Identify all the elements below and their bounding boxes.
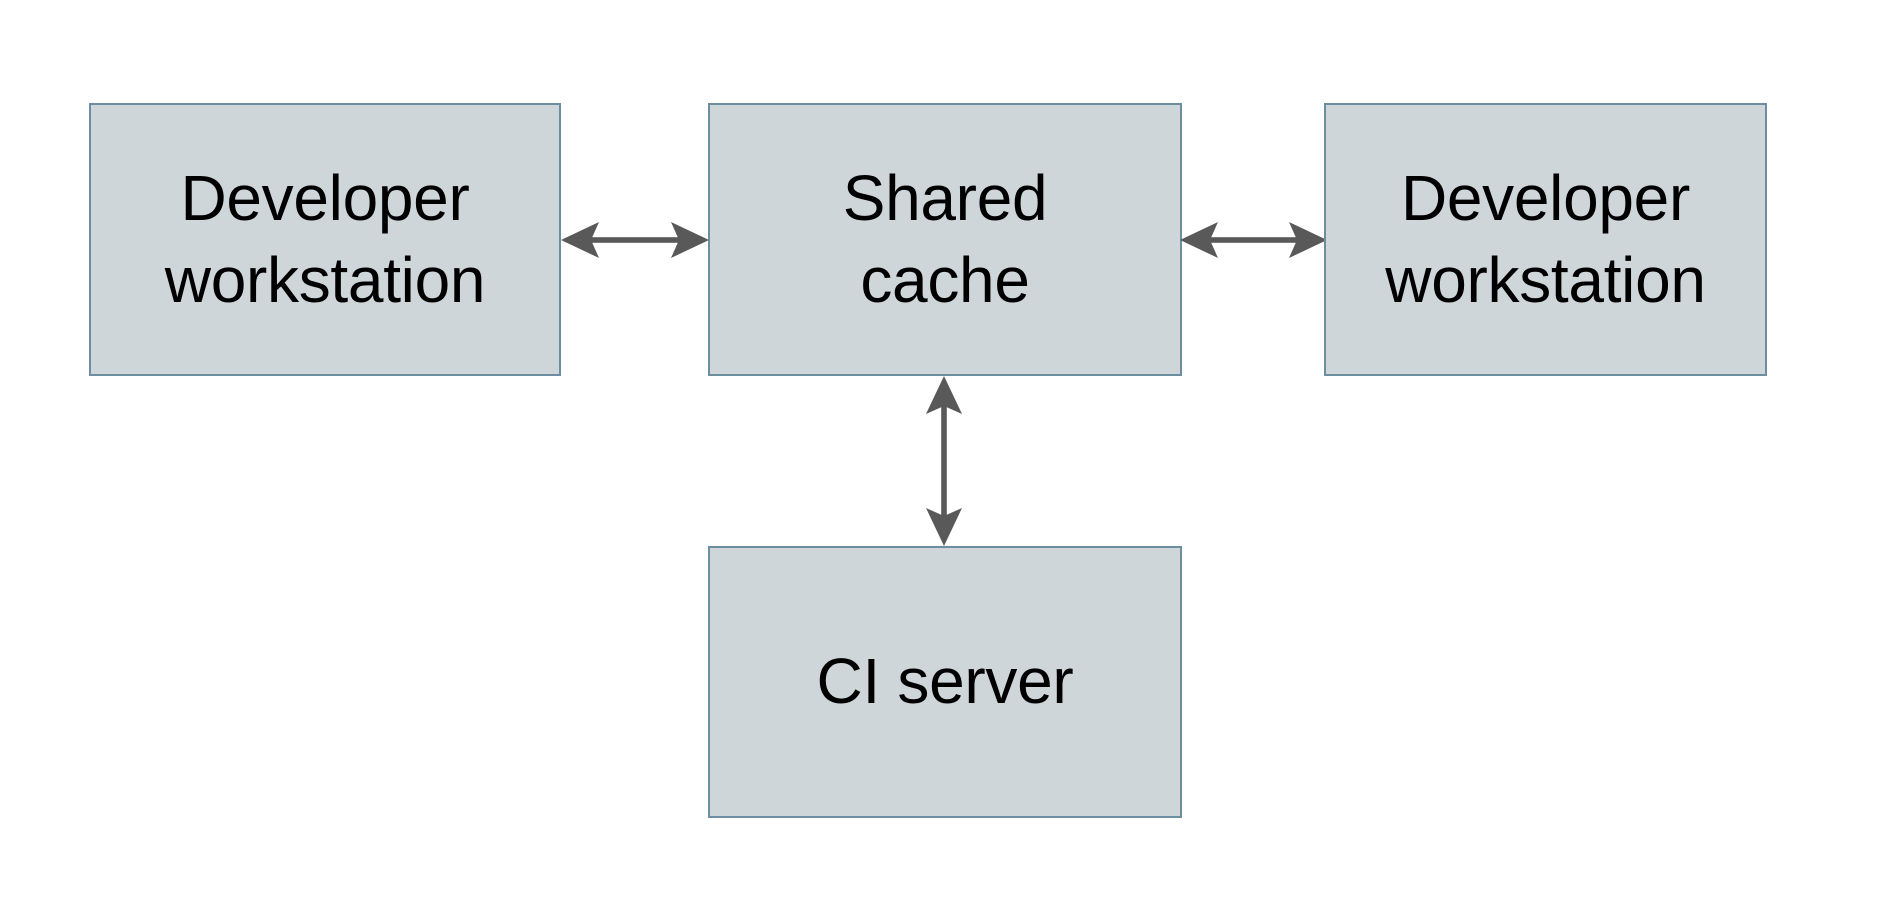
- double-headed-arrow-icon: [926, 376, 962, 546]
- double-headed-arrow-icon: [561, 222, 709, 258]
- connector-shared-cache-to-ci-server[interactable]: [909, 372, 979, 550]
- node-label-ci-server: CI server: [816, 645, 1074, 718]
- node-developer-workstation-left[interactable]: Developer workstation: [89, 103, 561, 376]
- node-label-developer-workstation-left: Developer workstation: [164, 161, 486, 316]
- connector-shared-cache-to-right-workstation[interactable]: [1176, 205, 1331, 275]
- connector-left-workstation-to-shared-cache[interactable]: [555, 205, 715, 275]
- node-label-developer-workstation-right: Developer workstation: [1385, 161, 1706, 316]
- node-shared-cache[interactable]: Shared cache: [708, 103, 1182, 376]
- node-developer-workstation-right[interactable]: Developer workstation: [1324, 103, 1767, 376]
- node-label-shared-cache: Shared cache: [842, 161, 1048, 316]
- double-headed-arrow-icon: [1180, 222, 1327, 258]
- node-ci-server[interactable]: CI server: [708, 546, 1182, 818]
